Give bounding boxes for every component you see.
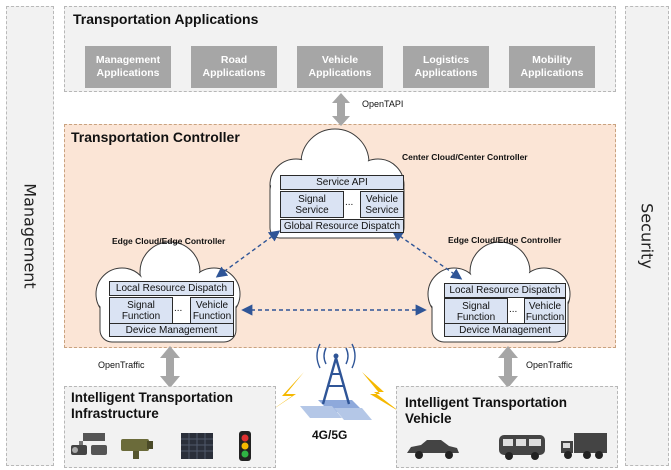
right-local-dispatch-box: Local Resource Dispatch [444, 283, 566, 298]
right-device-management-box: Device Management [444, 323, 566, 337]
radar-sensor-icon [121, 439, 153, 459]
center-cloud-label: Center Cloud/Center Controller [402, 152, 528, 162]
security-panel: Security [625, 6, 669, 466]
left-device-management-box: Device Management [109, 323, 234, 337]
management-panel: Management [6, 6, 54, 466]
bus-icon [499, 435, 545, 460]
center-ellipsis: ... [345, 197, 354, 208]
opentraffic-right-label: OpenTraffic [526, 360, 573, 370]
lightning-left-icon [266, 372, 304, 414]
opentapi-label: OpenTAPI [362, 99, 404, 109]
cell-tower-icon [300, 343, 372, 420]
traffic-light-icon [239, 431, 251, 461]
left-local-dispatch-box: Local Resource Dispatch [109, 281, 234, 296]
edge-cloud-right-label: Edge Cloud/Edge Controller [448, 235, 562, 245]
global-resource-dispatch-box: Global Resource Dispatch [280, 219, 404, 233]
camera-icon [71, 433, 107, 455]
opentraffic-left-label: OpenTraffic [98, 360, 145, 370]
left-ellipsis: ... [174, 303, 183, 314]
opentraffic-right-arrow [498, 346, 518, 388]
service-api-box: Service API [280, 175, 404, 190]
car-icon [407, 440, 459, 459]
lightning-right-icon [362, 372, 400, 412]
applications-title: Transportation Applications [73, 11, 259, 27]
opentapi-arrow [332, 93, 350, 126]
cloud-links [215, 230, 463, 316]
right-ellipsis: ... [509, 304, 518, 315]
roadside-unit-icon [181, 433, 213, 459]
network-label: 4G/5G [312, 428, 348, 442]
truck-icon [561, 433, 607, 459]
edge-cloud-left-label: Edge Cloud/Edge Controller [112, 236, 226, 246]
controller-title: Transportation Controller [71, 129, 240, 145]
opentraffic-left-arrow [160, 346, 180, 388]
